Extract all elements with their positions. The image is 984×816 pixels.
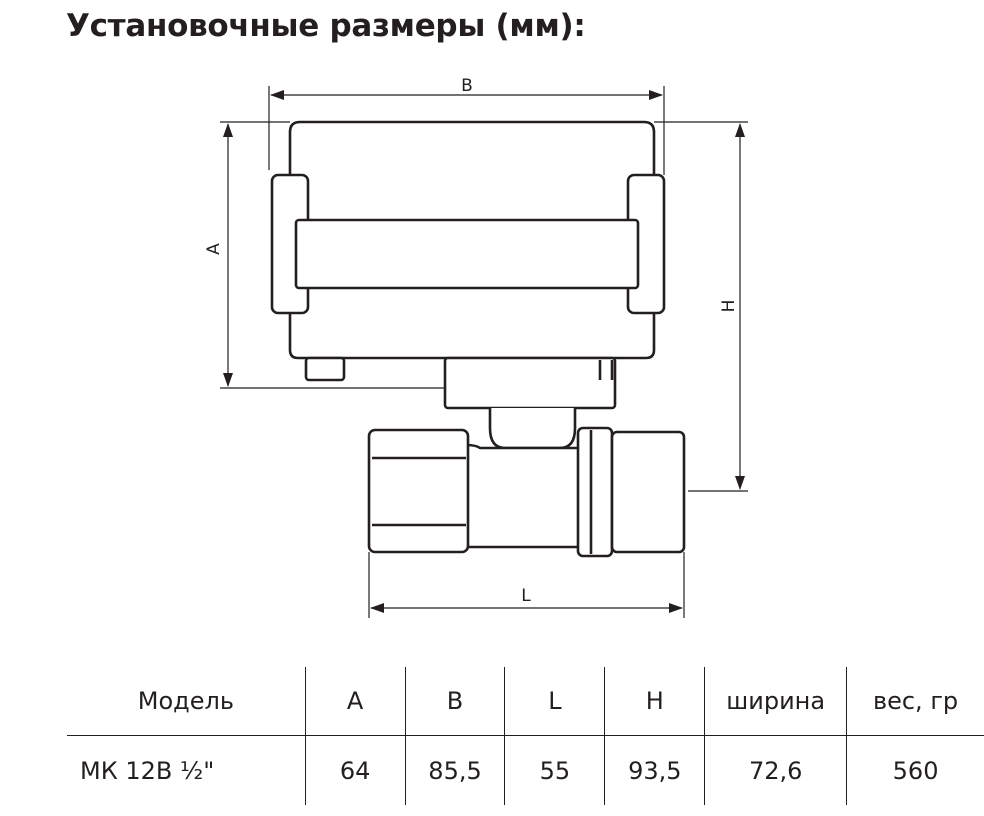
cell-b: 85,5 [404, 735, 505, 805]
right-flange-ring [576, 426, 614, 558]
header-model: Модель [137, 687, 234, 715]
label-h: H [719, 300, 739, 313]
header-h: H [604, 667, 705, 736]
header-width: ширина [704, 667, 847, 736]
cell-weight: 560 [846, 735, 984, 805]
header-b: B [404, 667, 505, 736]
bottom-knob [304, 356, 346, 382]
cell-model: МК 12В ½" [80, 756, 215, 785]
label-a: A [204, 243, 224, 255]
valve-dimension-drawing: B L A H [204, 76, 748, 618]
page-title: Установочные размеры (мм): [66, 8, 586, 44]
header-weight: вес, гр [846, 667, 984, 736]
specs-table: Модель A B L H ширина вес, гр МК 12В ½" … [67, 667, 984, 805]
label-b: B [461, 76, 473, 96]
table-header-row: Модель A B L H ширина вес, гр [67, 667, 984, 736]
valve-stem [488, 408, 577, 450]
header-l: L [504, 667, 605, 736]
table-row: МК 12В ½" 64 85,5 55 93,5 72,6 560 [67, 735, 984, 805]
cell-a: 64 [304, 735, 406, 805]
left-union-nut [367, 428, 470, 554]
cell-width: 72,6 [704, 735, 847, 805]
header-a: A [304, 667, 406, 736]
cell-h: 93,5 [604, 735, 705, 805]
label-l: L [521, 586, 531, 606]
front-band [294, 218, 640, 290]
mounting-block [443, 356, 617, 410]
right-union-nut [610, 430, 686, 554]
valve-body [464, 443, 587, 549]
cell-l: 55 [504, 735, 605, 805]
